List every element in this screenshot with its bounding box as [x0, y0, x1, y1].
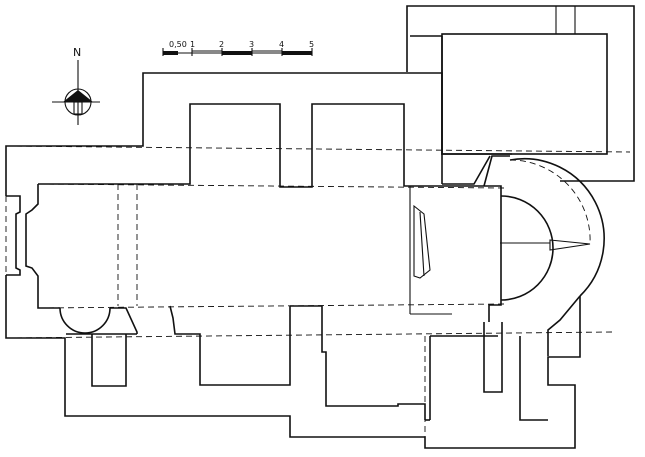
- north-arrow-icon: N: [52, 46, 100, 125]
- scale-label-5: 5: [309, 40, 314, 49]
- scale-label-1: 1: [190, 40, 195, 49]
- scale-label-4: 4: [279, 40, 284, 49]
- south-rooms: [425, 322, 548, 421]
- scale-label-2: 2: [219, 40, 224, 49]
- chancel-steps: [413, 204, 431, 279]
- scale-label-0: 0,50: [169, 40, 187, 49]
- scale-label-3: 3: [249, 40, 254, 49]
- north-label: N: [73, 46, 81, 59]
- scale-bar: 0,50 1 2 3 4 5: [162, 40, 314, 56]
- nave: [25, 103, 502, 420]
- apse: [483, 155, 605, 356]
- foundation-lines: [5, 145, 631, 448]
- north-east-annex: [406, 5, 635, 185]
